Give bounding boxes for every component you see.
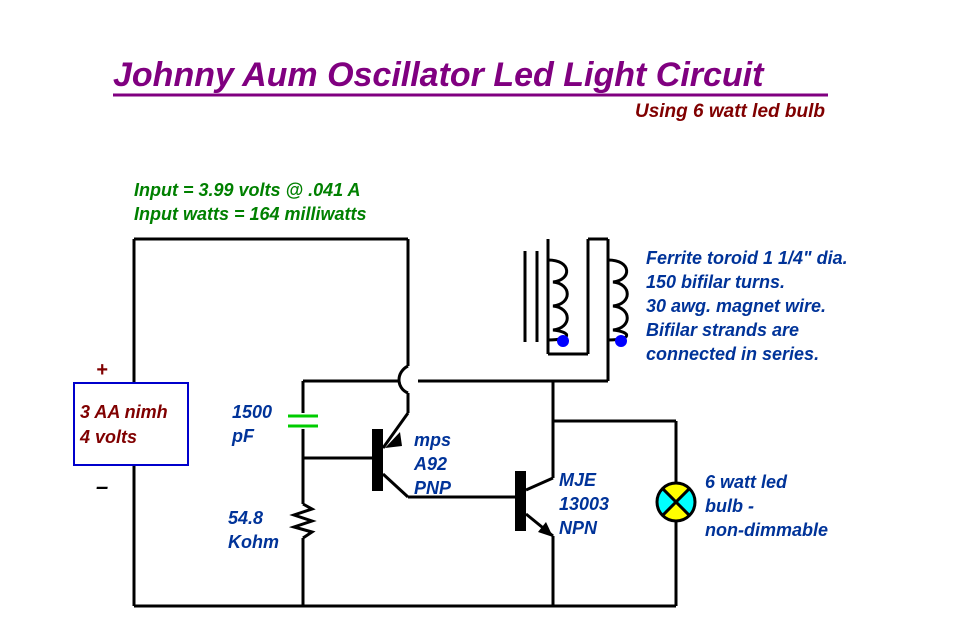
capacitor-label-2: pF xyxy=(231,426,255,446)
resistor-label-1: 54.8 xyxy=(228,508,263,528)
svg-text:30 awg. magnet wire.: 30 awg. magnet wire. xyxy=(646,296,826,316)
battery-minus: – xyxy=(96,474,108,499)
pnp-transistor xyxy=(372,412,410,499)
svg-text:Bifilar strands are: Bifilar strands are xyxy=(646,320,799,340)
toroid-label: Ferrite toroid 1 1/4" dia. 150 bifilar t… xyxy=(646,248,848,364)
coil-right xyxy=(607,258,629,342)
pnp-label-1: mps xyxy=(414,430,451,450)
battery-label-1: 3 AA nimh xyxy=(80,402,168,422)
svg-text:connected in series.: connected in series. xyxy=(646,344,819,364)
coil-left xyxy=(547,258,569,342)
svg-text:150 bifilar turns.: 150 bifilar turns. xyxy=(646,272,785,292)
wires xyxy=(132,237,678,608)
coil-dot-left xyxy=(557,335,569,347)
npn-label-2: 13003 xyxy=(559,494,609,514)
led-label-3: non-dimmable xyxy=(705,520,828,540)
capacitor-label-1: 1500 xyxy=(232,402,272,422)
coil-dot-right xyxy=(615,335,627,347)
toroid-core xyxy=(523,251,539,342)
input-volts-label: Input = 3.99 volts @ .041 A xyxy=(134,180,360,200)
led-lamp-icon xyxy=(655,481,697,523)
capacitor-symbol xyxy=(288,414,318,428)
svg-text:Ferrite toroid 1 1/4" dia.: Ferrite toroid 1 1/4" dia. xyxy=(646,248,848,268)
npn-transistor xyxy=(515,471,554,538)
npn-label-1: MJE xyxy=(559,470,597,490)
pnp-label-2: A92 xyxy=(413,454,447,474)
resistor-symbol xyxy=(288,502,317,540)
battery-box xyxy=(73,382,189,466)
led-label-1: 6 watt led xyxy=(705,472,788,492)
battery-label-2: 4 volts xyxy=(79,427,137,447)
pnp-label-3: PNP xyxy=(414,478,452,498)
resistor-label-2: Kohm xyxy=(228,532,279,552)
page-title: Johnny Aum Oscillator Led Light Circuit xyxy=(113,56,765,94)
npn-label-3: NPN xyxy=(559,518,598,538)
led-label-2: bulb - xyxy=(705,496,754,516)
subtitle: Using 6 watt led bulb xyxy=(635,101,825,122)
input-watts-label: Input watts = 164 milliwatts xyxy=(134,204,367,224)
battery-plus: + xyxy=(96,359,108,381)
